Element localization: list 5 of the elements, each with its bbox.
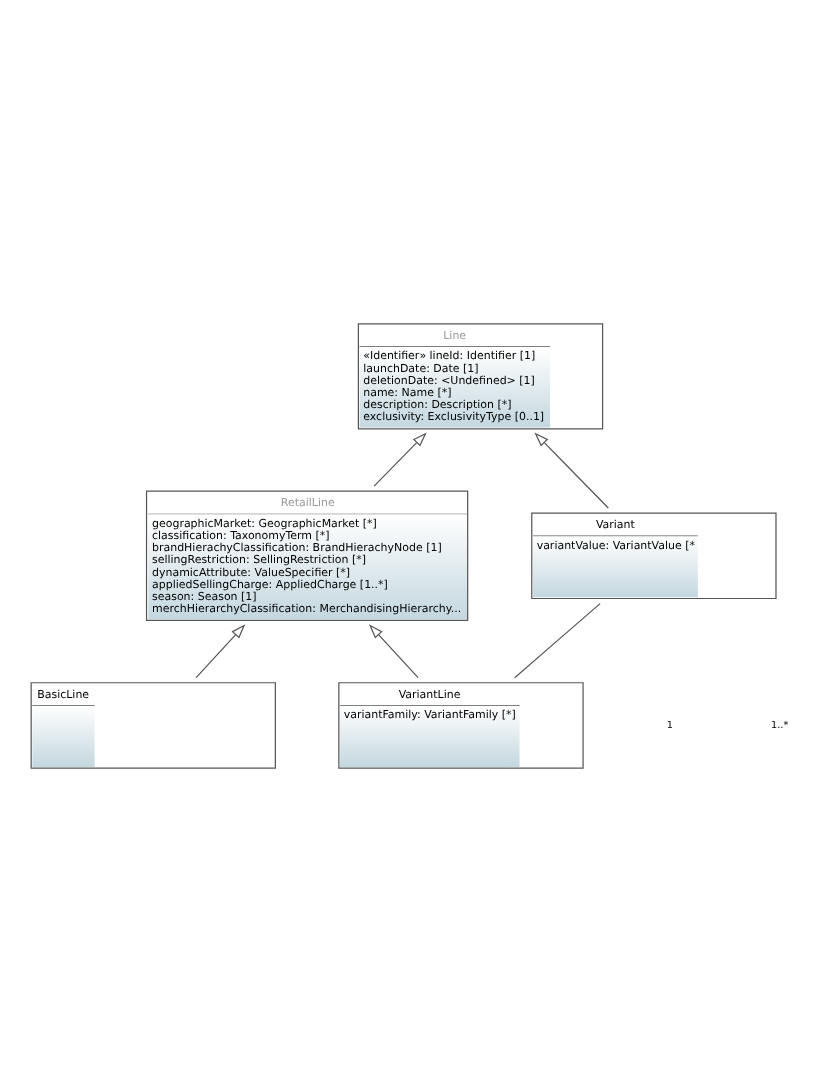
connector	[514, 603, 601, 679]
arrow	[195, 624, 246, 679]
arrow	[534, 432, 609, 509]
arrow	[368, 624, 419, 679]
arrow	[373, 432, 427, 487]
